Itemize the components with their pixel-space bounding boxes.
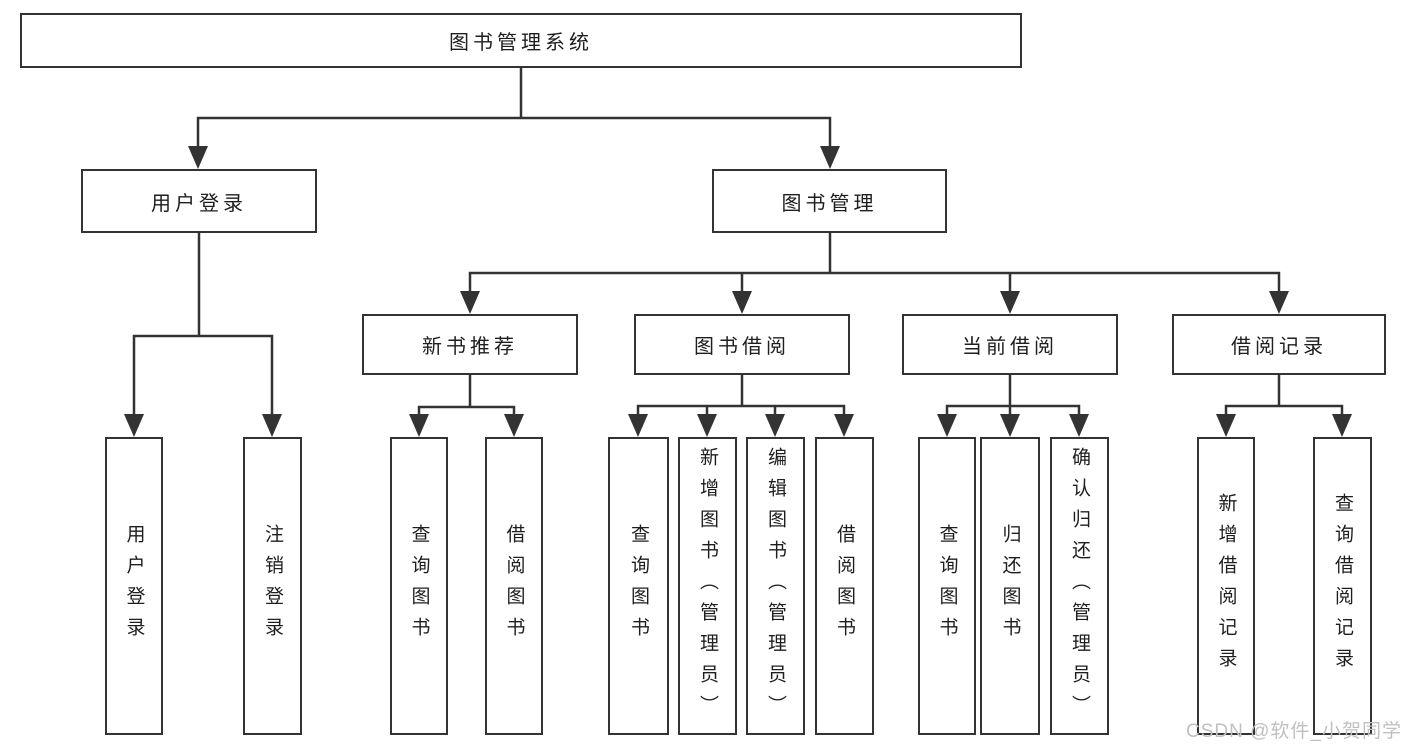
leaf-current-query-books: 查询图书 xyxy=(918,437,976,735)
leaf-return-book: 归还图书 xyxy=(980,437,1040,735)
node-borrow-records: 借阅记录 xyxy=(1172,314,1386,375)
arrow-down-icon xyxy=(504,414,524,437)
node-book-borrow: 图书借阅 xyxy=(634,314,850,375)
arrowheads xyxy=(124,146,1352,437)
connector-user-login-branch xyxy=(132,231,274,417)
arrow-down-icon xyxy=(697,414,717,437)
arrow-down-icon xyxy=(460,291,480,314)
arrow-down-icon xyxy=(124,414,144,437)
arrow-down-icon xyxy=(732,291,752,314)
leaf-edit-book-admin: 编辑图书（管理员） xyxy=(746,437,805,735)
leaf-newbook-borrow-books: 借阅图书 xyxy=(485,437,543,735)
arrow-down-icon xyxy=(628,414,648,437)
connector-book-borrow-branch xyxy=(636,373,846,417)
arrow-down-icon xyxy=(1332,414,1352,437)
arrow-down-icon xyxy=(937,414,957,437)
leaf-borrow-query-books: 查询图书 xyxy=(608,437,669,735)
arrow-down-icon xyxy=(1069,414,1089,437)
connector-new-book-branch xyxy=(417,373,516,417)
arrow-down-icon xyxy=(1269,291,1289,314)
node-new-book-recommend: 新书推荐 xyxy=(362,314,578,375)
connector-root-branch xyxy=(196,66,832,149)
csdn-watermark: CSDN @软件_小贺同学 xyxy=(1186,721,1402,742)
connector-borrow-record-branch xyxy=(1224,373,1344,417)
arrow-down-icon xyxy=(820,146,840,169)
leaf-add-book-admin: 新增图书（管理员） xyxy=(678,437,737,735)
arrow-down-icon xyxy=(409,414,429,437)
leaf-logout: 注销登录 xyxy=(243,437,302,735)
leaf-add-borrow-record: 新增借阅记录 xyxy=(1197,437,1255,735)
arrow-down-icon xyxy=(262,414,282,437)
connector-current-borrow-branch xyxy=(945,373,1081,417)
node-root-system: 图书管理系统 xyxy=(20,13,1022,68)
arrow-down-icon xyxy=(765,414,785,437)
leaf-borrow-books: 借阅图书 xyxy=(815,437,874,735)
arrow-down-icon xyxy=(834,414,854,437)
arrow-down-icon xyxy=(1000,414,1020,437)
leaf-confirm-return-admin: 确认归还（管理员） xyxy=(1050,437,1109,735)
leaf-user-login: 用户登录 xyxy=(105,437,163,735)
arrow-down-icon xyxy=(1216,414,1236,437)
node-current-borrow: 当前借阅 xyxy=(902,314,1118,375)
leaf-newbook-query-books: 查询图书 xyxy=(390,437,448,735)
connector-book-management-branch xyxy=(468,231,1281,294)
arrow-down-icon xyxy=(188,146,208,169)
leaf-query-borrow-record: 查询借阅记录 xyxy=(1313,437,1372,735)
node-book-management: 图书管理 xyxy=(712,169,947,233)
arrow-down-icon xyxy=(1000,291,1020,314)
node-user-login: 用户登录 xyxy=(81,169,317,233)
